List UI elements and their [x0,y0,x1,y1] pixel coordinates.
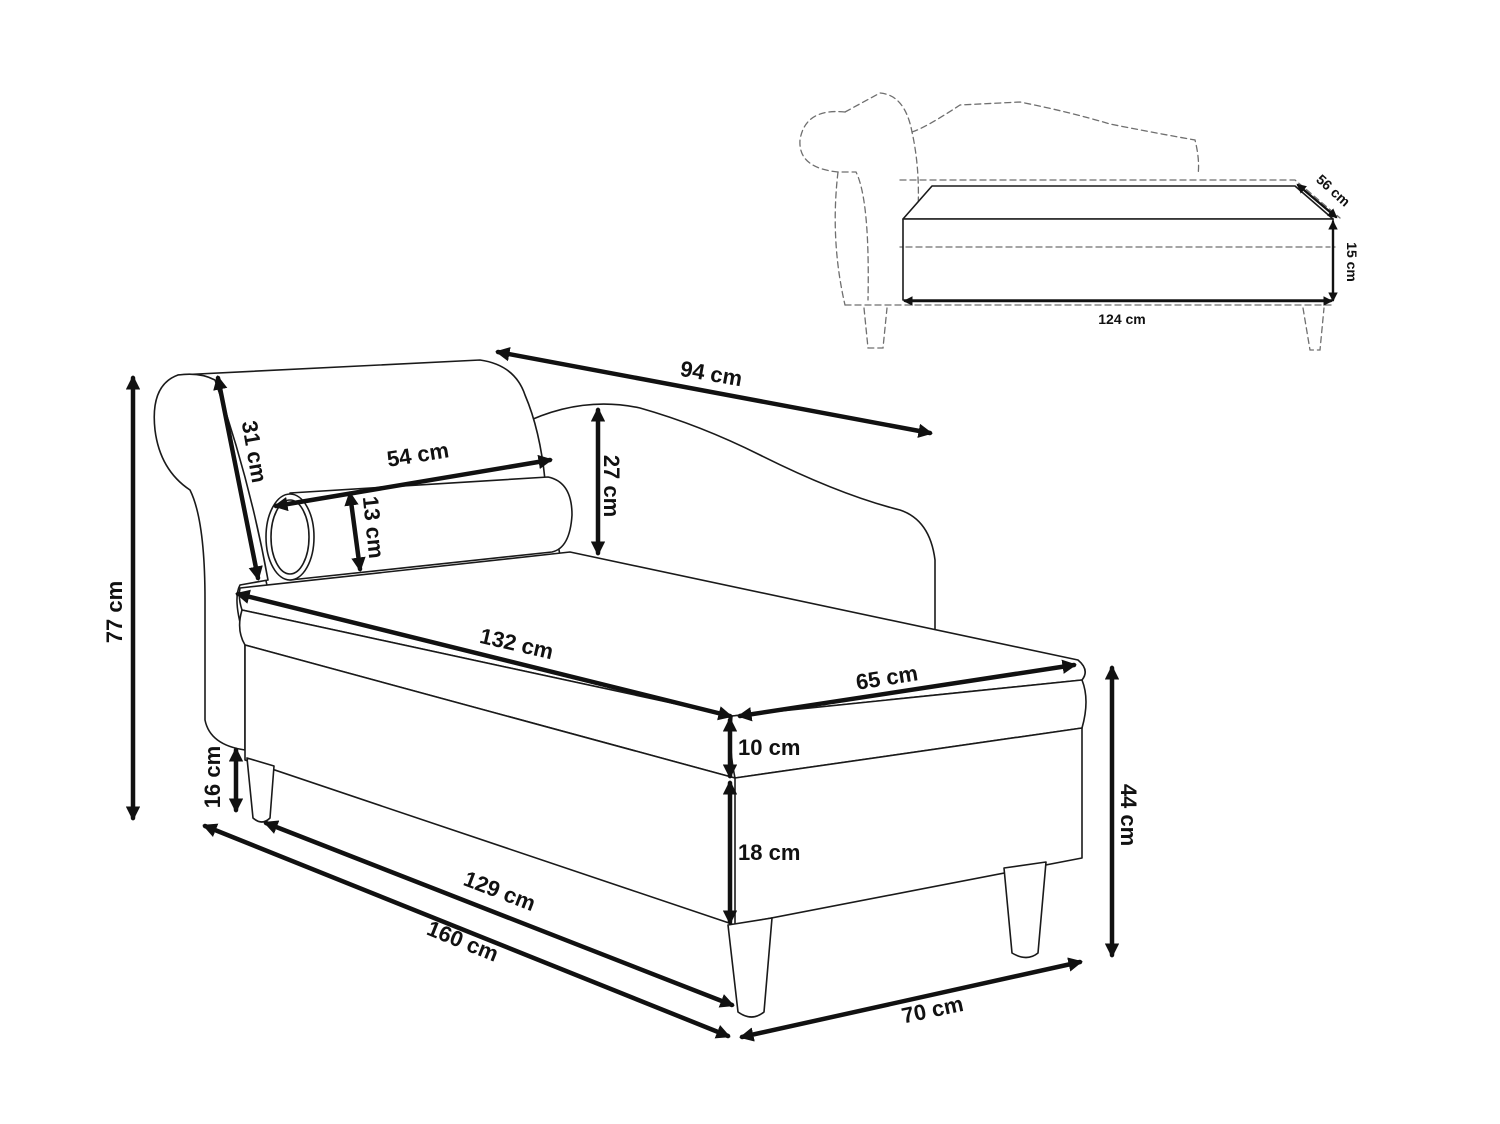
leg-front-right [1003,861,1047,959]
storage-compartment-inset: 56 cm 15 cm 124 cm [799,92,1360,351]
inset-ghost-leg-left [863,307,888,349]
label-cushion-thickness: 10 cm [738,735,800,760]
dim-132-line [235,589,733,721]
leg-front-left [727,917,773,1018]
dim-54-line [273,454,553,512]
label-total-height: 77 cm [102,581,127,643]
dim-160-line [202,823,731,1039]
inset-ghost-back [911,101,1200,176]
leg-back-left [246,757,275,823]
label-leg-height: 16 cm [200,746,225,808]
storage-box-front [902,218,1334,301]
dim-70-line [739,957,1083,1042]
label-backrest-height: 27 cm [599,455,624,517]
inset-label-length: 124 cm [1098,311,1145,327]
dim-94-line [495,347,933,438]
dim-31-line [213,375,263,581]
dim-65-line [737,659,1077,722]
inset-dim-56-line [1296,183,1338,219]
bolster-pillow-end-inner [270,499,310,575]
main-dimension-lines [125,347,1120,1042]
inset-ghost-arm-front [834,171,846,306]
label-base-height: 18 cm [738,840,800,865]
inset-ghost-roll [844,92,920,211]
inset-label-height: 15 cm [1344,242,1360,282]
label-base-length: 129 cm [460,866,539,916]
label-seat-height: 44 cm [1116,784,1141,846]
label-total-length: 160 cm [424,915,503,966]
inset-ghost-leg-right [1302,307,1325,351]
storage-box-top [902,185,1334,220]
label-total-width: 70 cm [899,991,965,1028]
dim-13-line [344,491,366,572]
inset-ghost-headrest [799,110,869,301]
